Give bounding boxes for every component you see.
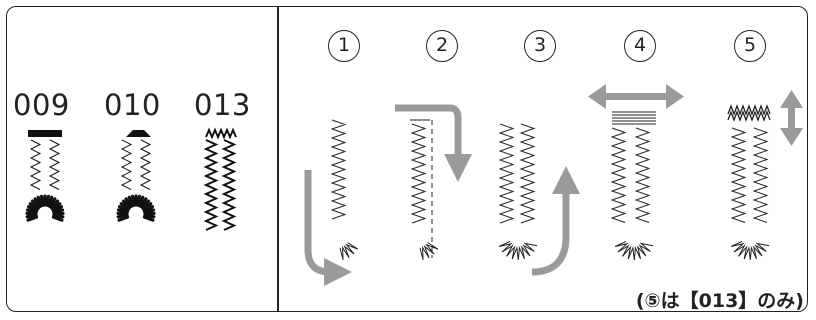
- step-5-label: 5: [734, 30, 766, 62]
- arrow-right-then-down: [395, 104, 472, 182]
- arrow-down-then-right: [304, 170, 352, 286]
- arrow-left-right: [588, 84, 684, 109]
- step-2-label: 2: [426, 30, 458, 62]
- buttonhole-009-icon: [25, 130, 65, 222]
- step-1-figure: [330, 119, 359, 260]
- step-5-note: (⑤は【013】のみ): [635, 290, 804, 312]
- step-3-figure: [498, 123, 538, 261]
- step-4-label: 4: [624, 30, 656, 62]
- stitch-code-009: 009: [13, 88, 70, 122]
- buttonhole-010-icon: [116, 130, 156, 222]
- step-5-figure: [727, 104, 771, 261]
- step-2-figure: [410, 119, 439, 260]
- stitch-code-013: 013: [194, 88, 251, 122]
- arrow-up: [531, 166, 580, 276]
- panel-divider: [277, 7, 279, 311]
- buttonhole-013-icon: [203, 127, 237, 231]
- stitch-code-010: 010: [104, 88, 161, 122]
- buttonhole-diagram: [6, 6, 808, 312]
- step-4-figure: [610, 111, 656, 261]
- step-1-label: 1: [328, 30, 360, 62]
- arrow-up-down: [780, 90, 803, 146]
- step-3-label: 3: [524, 30, 556, 62]
